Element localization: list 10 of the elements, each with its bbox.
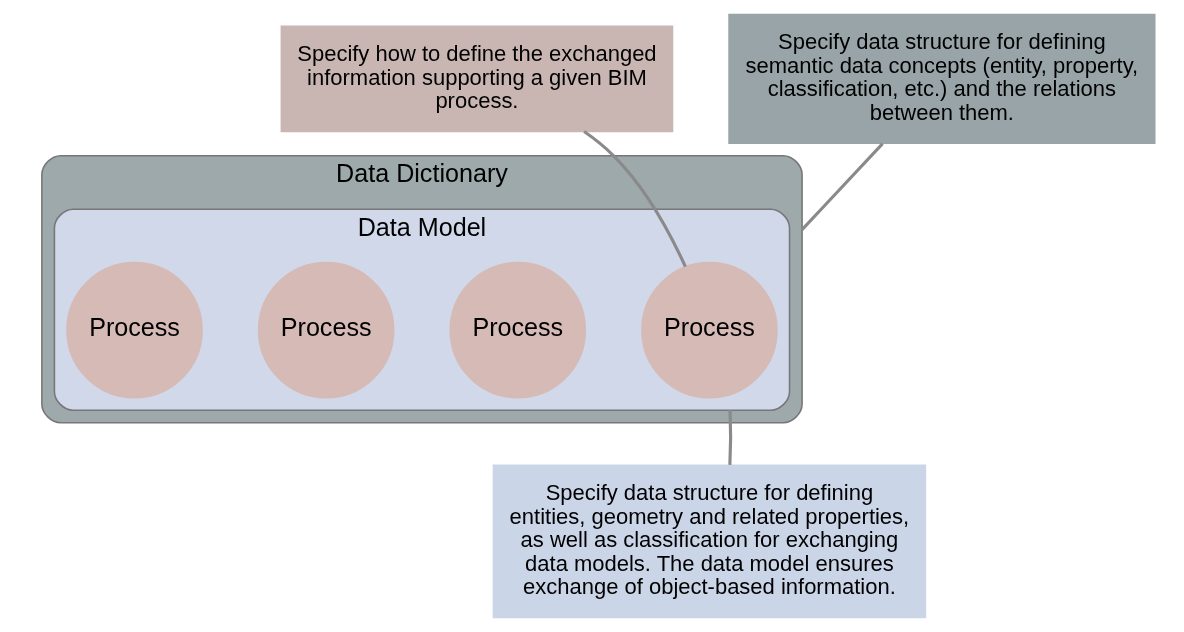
- connector: [728, 410, 733, 466]
- node-box: Specify how to define the exchanged information supporting a given BIM process.: [280, 25, 674, 133]
- node-box: Specify data structure for defining entities, geometry and related properties, as well as classification for exchanging data models. The data model ensures exchange of object-based information.: [492, 464, 927, 619]
- connector: [800, 142, 884, 231]
- node-circle: Process: [641, 261, 778, 399]
- connector: [583, 130, 687, 268]
- node-circle: Process: [66, 261, 203, 399]
- node-circle: Process: [257, 261, 395, 399]
- node-box: Specify data structure for defining semantic data concepts (entity, property, classification, etc.) and the relations between them.: [728, 13, 1156, 144]
- node-circle: Process: [449, 261, 587, 399]
